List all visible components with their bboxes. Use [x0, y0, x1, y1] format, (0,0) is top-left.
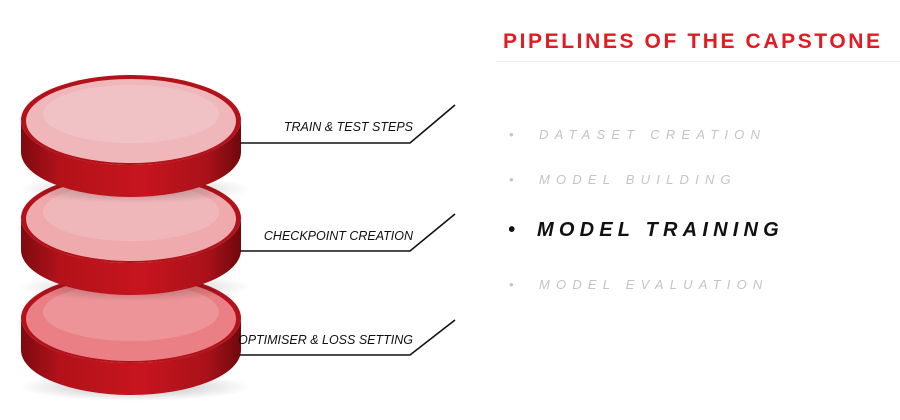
bullet-icon: • — [508, 219, 516, 241]
disk-highlight — [43, 85, 219, 143]
layer-leader-line — [240, 213, 456, 252]
pipeline-item-model-building: • MODEL BUILDING — [509, 172, 737, 187]
disk-side — [21, 120, 241, 197]
pipeline-item-model-training: • MODEL TRAINING — [508, 219, 784, 242]
disk-side — [21, 218, 241, 295]
pipeline-item-label: MODEL EVALUATION — [539, 277, 769, 292]
layer-label-3: OPTIMISER & LOSS SETTING — [238, 333, 413, 347]
layer-label-1: TRAIN & TEST STEPS — [284, 120, 414, 134]
pipeline-item-label: MODEL TRAINING — [537, 219, 784, 241]
layer-label-2: CHECKPOINT CREATION — [264, 229, 414, 243]
pipeline-item-label: MODEL BUILDING — [539, 172, 737, 187]
disk-side — [21, 318, 241, 395]
bullet-icon: • — [509, 172, 514, 187]
layer-disk-1 — [19, 75, 251, 203]
pipeline-item-model-evaluation: • MODEL EVALUATION — [509, 277, 768, 292]
title-underline — [496, 61, 900, 62]
disk-top — [26, 79, 236, 163]
pipeline-item-dataset-creation: • DATASET CREATION — [509, 127, 766, 142]
bullet-icon: • — [509, 127, 514, 142]
pipeline-item-label: DATASET CREATION — [539, 127, 767, 142]
layer-leader-line — [240, 104, 456, 144]
bullet-icon: • — [509, 277, 514, 292]
layer-leader-line — [240, 319, 456, 356]
page-title: PIPELINES OF THE CAPSTONE — [503, 30, 883, 53]
